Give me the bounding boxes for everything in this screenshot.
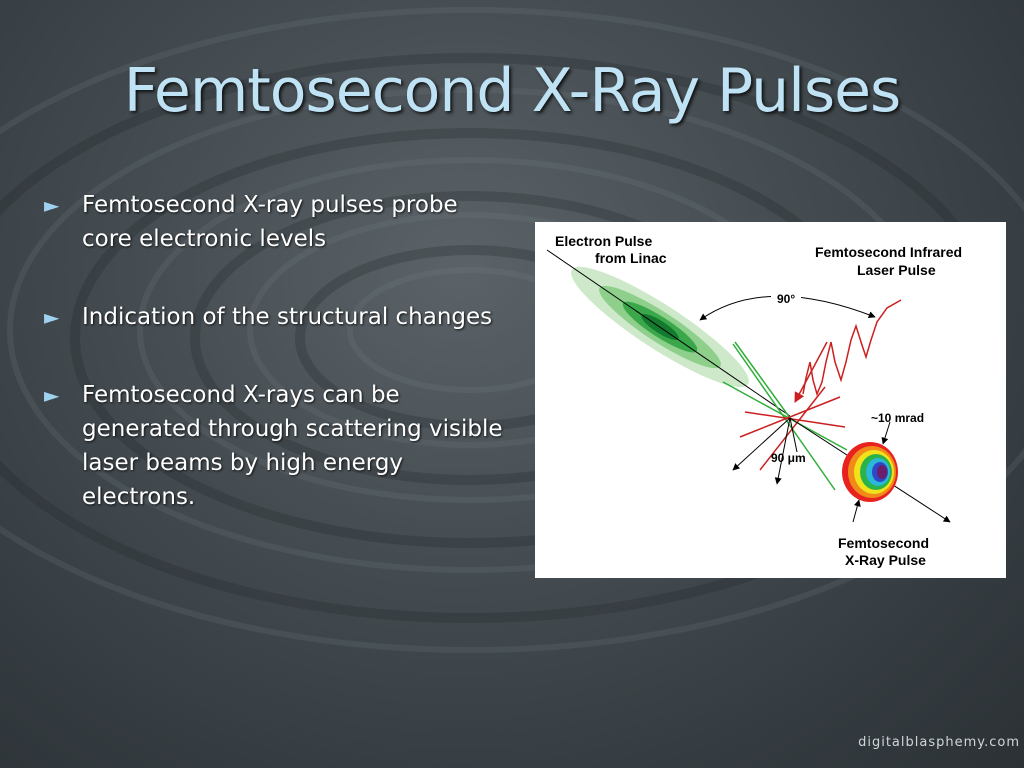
divergence-arrow-bottom — [852, 499, 861, 523]
divergence-arrow-top — [881, 421, 891, 445]
laser-wave-packet — [802, 299, 902, 397]
beam-size-label: 90 μm — [771, 451, 806, 465]
bullet-item: ► Femtosecond X-rays can be generated th… — [44, 378, 514, 514]
xray-generation-diagram: Electron Pulse from Linac Femtosecond In… — [535, 222, 1006, 578]
bullet-item: ► Indication of the structural changes — [44, 300, 514, 334]
angle-label: 90° — [777, 292, 795, 306]
bullet-list: ► Femtosecond X-ray pulses probe core el… — [44, 188, 514, 558]
laser-label-line2: Laser Pulse — [857, 262, 936, 278]
bullet-text: Femtosecond X-ray pulses probe core elec… — [82, 192, 458, 252]
bullet-item: ► Femtosecond X-ray pulses probe core el… — [44, 188, 514, 256]
laser-label-line1: Femtosecond Infrared — [815, 244, 962, 260]
slide-title: Femtosecond X-Ray Pulses — [123, 56, 902, 126]
laser-direction-arrow — [794, 341, 828, 403]
xray-label-line1: Femtosecond — [838, 535, 929, 551]
bullet-text: Femtosecond X-rays can be generated thro… — [82, 382, 503, 510]
electron-beam-lines — [722, 341, 848, 491]
bullet-text: Indication of the structural changes — [82, 304, 493, 330]
watermark-text: digitalblasphemy.com — [858, 735, 1020, 750]
electron-axis-line — [546, 249, 791, 417]
angle-label-bg — [771, 290, 801, 306]
bullet-marker: ► — [44, 193, 60, 217]
xray-label-line2: X-Ray Pulse — [845, 552, 926, 568]
electron-label-line2: from Linac — [595, 250, 667, 266]
bullet-marker: ► — [44, 305, 60, 329]
xray-pulse-rainbow — [842, 442, 898, 502]
diagram-canvas: Electron Pulse from Linac Femtosecond In… — [546, 233, 962, 568]
scattered-ray-arrows — [732, 417, 951, 523]
divergence-label: ~10 mrad — [871, 411, 924, 425]
electron-label-line1: Electron Pulse — [555, 233, 652, 249]
bullet-marker: ► — [44, 383, 60, 407]
